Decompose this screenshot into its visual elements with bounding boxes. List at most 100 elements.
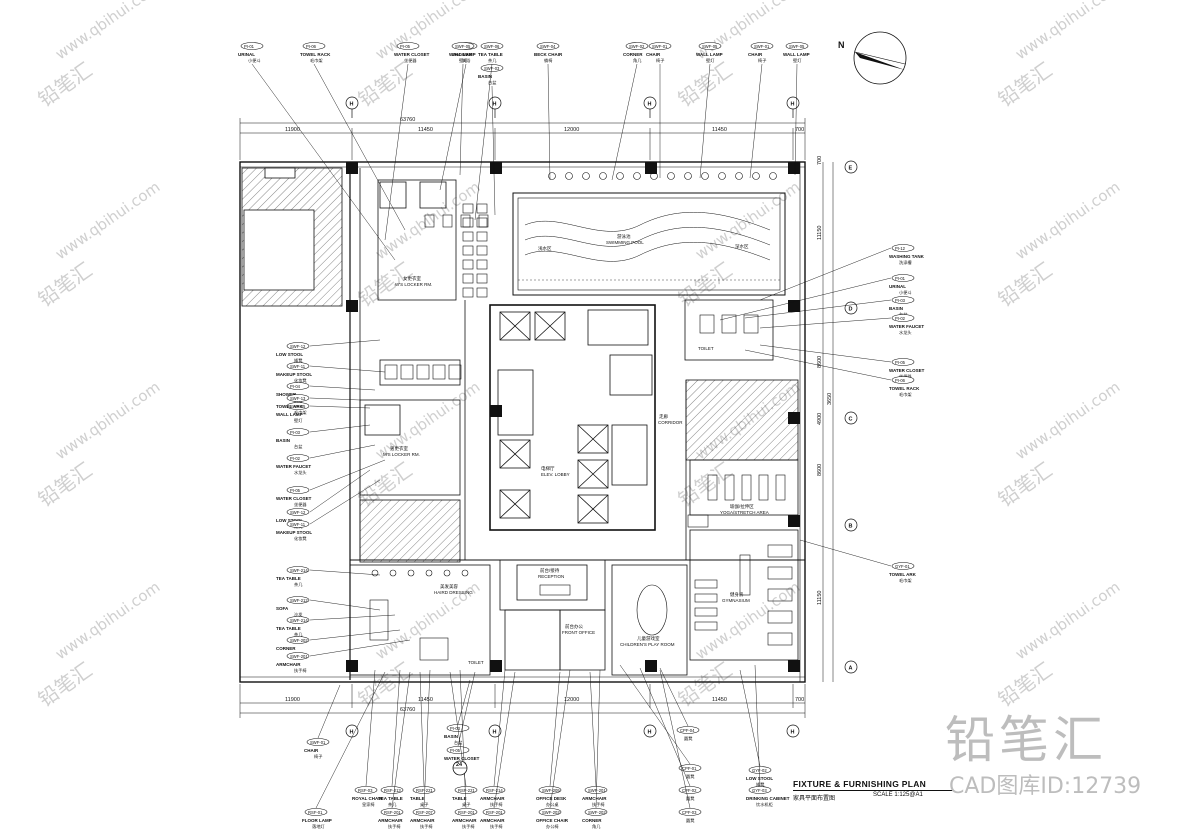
exercise-bike	[694, 593, 718, 603]
svg-text:www.qbihui.com: www.qbihui.com	[52, 578, 163, 664]
leader-line	[309, 469, 371, 513]
svg-text:SWF-01: SWF-01	[652, 44, 668, 49]
svg-text:RSF-214: RSF-214	[486, 788, 503, 793]
makeup-station	[416, 364, 430, 380]
svg-text:铅笔汇: 铅笔汇	[34, 258, 97, 312]
leader-line	[459, 669, 467, 809]
svg-text:RSF-03: RSF-03	[358, 788, 373, 793]
leader-line	[759, 317, 892, 329]
svg-text:11450: 11450	[712, 697, 727, 703]
leader-line	[309, 424, 371, 433]
svg-text:铅笔汇: 铅笔汇	[674, 58, 737, 112]
leader-line	[719, 277, 892, 321]
svg-text:RSF-207: RSF-207	[416, 810, 433, 815]
grid-bubble-labels-top: H H H H	[350, 102, 795, 108]
lounge-chair	[461, 569, 469, 577]
leader-line	[754, 664, 761, 787]
svg-text:PI-03: PI-03	[290, 430, 301, 435]
leader-line	[439, 63, 467, 191]
leader-line	[699, 63, 711, 179]
svg-text:BASIN: BASIN	[444, 734, 458, 739]
svg-text:www.qbihui.com: www.qbihui.com	[52, 378, 163, 464]
svg-text:毛巾架: 毛巾架	[294, 409, 307, 416]
pool-chair	[599, 172, 607, 180]
watermark-layer: www.qbihui.com铅笔汇www.qbihui.com铅笔汇www.qb…	[34, 0, 1124, 712]
toilet-stall	[424, 214, 435, 228]
svg-text:PI-05: PI-05	[895, 360, 906, 365]
grid-bubbles-right	[844, 160, 858, 674]
svg-text:游泳池: 游泳池	[617, 233, 631, 240]
svg-text:C: C	[849, 417, 853, 423]
deck-chair	[476, 203, 488, 214]
deck-chair	[476, 259, 488, 270]
svg-text:WATER CLOSET: WATER CLOSET	[394, 52, 430, 57]
svg-text:LOW STOOL: LOW STOOL	[276, 352, 303, 357]
leader-line	[749, 63, 763, 179]
svg-text:TOILET: TOILET	[468, 660, 484, 665]
leader-line	[423, 669, 431, 809]
treadmill	[767, 544, 793, 558]
deck-chair	[476, 273, 488, 284]
svg-text:ARMCHAIR: ARMCHAIR	[452, 818, 477, 823]
deck-chair	[476, 217, 488, 228]
grid-bubbles-top	[345, 96, 800, 118]
svg-text:WATER FAUCET: WATER FAUCET	[276, 464, 311, 469]
svg-text:SWF-212: SWF-212	[290, 598, 308, 603]
leader-line	[493, 669, 506, 787]
column-mark	[788, 162, 800, 174]
svg-text:TOWEL RACK: TOWEL RACK	[889, 386, 920, 391]
pool-chair	[752, 172, 760, 180]
deck-chair	[462, 217, 474, 228]
svg-text:TOILET: TOILET	[698, 346, 714, 351]
deck-chair	[462, 203, 474, 214]
svg-text:浅水区: 浅水区	[538, 245, 552, 251]
svg-text:PI-04: PI-04	[290, 384, 301, 389]
svg-text:12000: 12000	[564, 127, 579, 133]
pool-chair	[667, 172, 675, 180]
svg-text:椅子: 椅子	[758, 57, 766, 63]
exercise-bike	[694, 621, 718, 631]
svg-text:铅笔汇: 铅笔汇	[34, 658, 97, 712]
svg-text:铅笔汇: 铅笔汇	[674, 258, 737, 312]
svg-text:11450: 11450	[418, 697, 433, 703]
svg-text:TEA TABLE: TEA TABLE	[478, 52, 503, 57]
svg-text:SOFA: SOFA	[276, 606, 289, 611]
svg-text:WALL LAMP: WALL LAMP	[696, 52, 723, 57]
svg-text:水龙头: 水龙头	[899, 329, 912, 336]
svg-text:扶手椅: 扶手椅	[388, 823, 401, 830]
lounge-chair	[407, 569, 415, 577]
treadmill	[767, 610, 793, 624]
sofa	[369, 599, 389, 641]
svg-text:11900: 11900	[285, 127, 300, 133]
svg-text:圆凳: 圆凳	[686, 773, 695, 780]
svg-text:矮凳: 矮凳	[294, 357, 303, 364]
svg-text:健身房: 健身房	[730, 591, 744, 598]
svg-text:ELEV. LOBBY: ELEV. LOBBY	[541, 472, 570, 477]
leader-line	[309, 639, 411, 657]
svg-text:SWF-04: SWF-04	[540, 44, 556, 49]
leader-line	[457, 679, 471, 725]
svg-text:WATER FAUCET: WATER FAUCET	[889, 324, 924, 329]
svg-text:11150: 11150	[817, 226, 823, 240]
svg-text:小便斗: 小便斗	[248, 57, 261, 64]
leader-line	[309, 614, 396, 621]
grid-bubbles-bottom	[345, 724, 800, 738]
yoga-mat	[741, 474, 752, 501]
deck-chair	[462, 231, 474, 242]
svg-text:H: H	[791, 730, 795, 736]
room-labels: 游泳池 SWIMMING POOL 浅水区 深水区 前台/接待 RECEPTIO…	[383, 233, 769, 665]
svg-text:扶手椅: 扶手椅	[420, 823, 433, 830]
lounge-table	[419, 637, 449, 661]
